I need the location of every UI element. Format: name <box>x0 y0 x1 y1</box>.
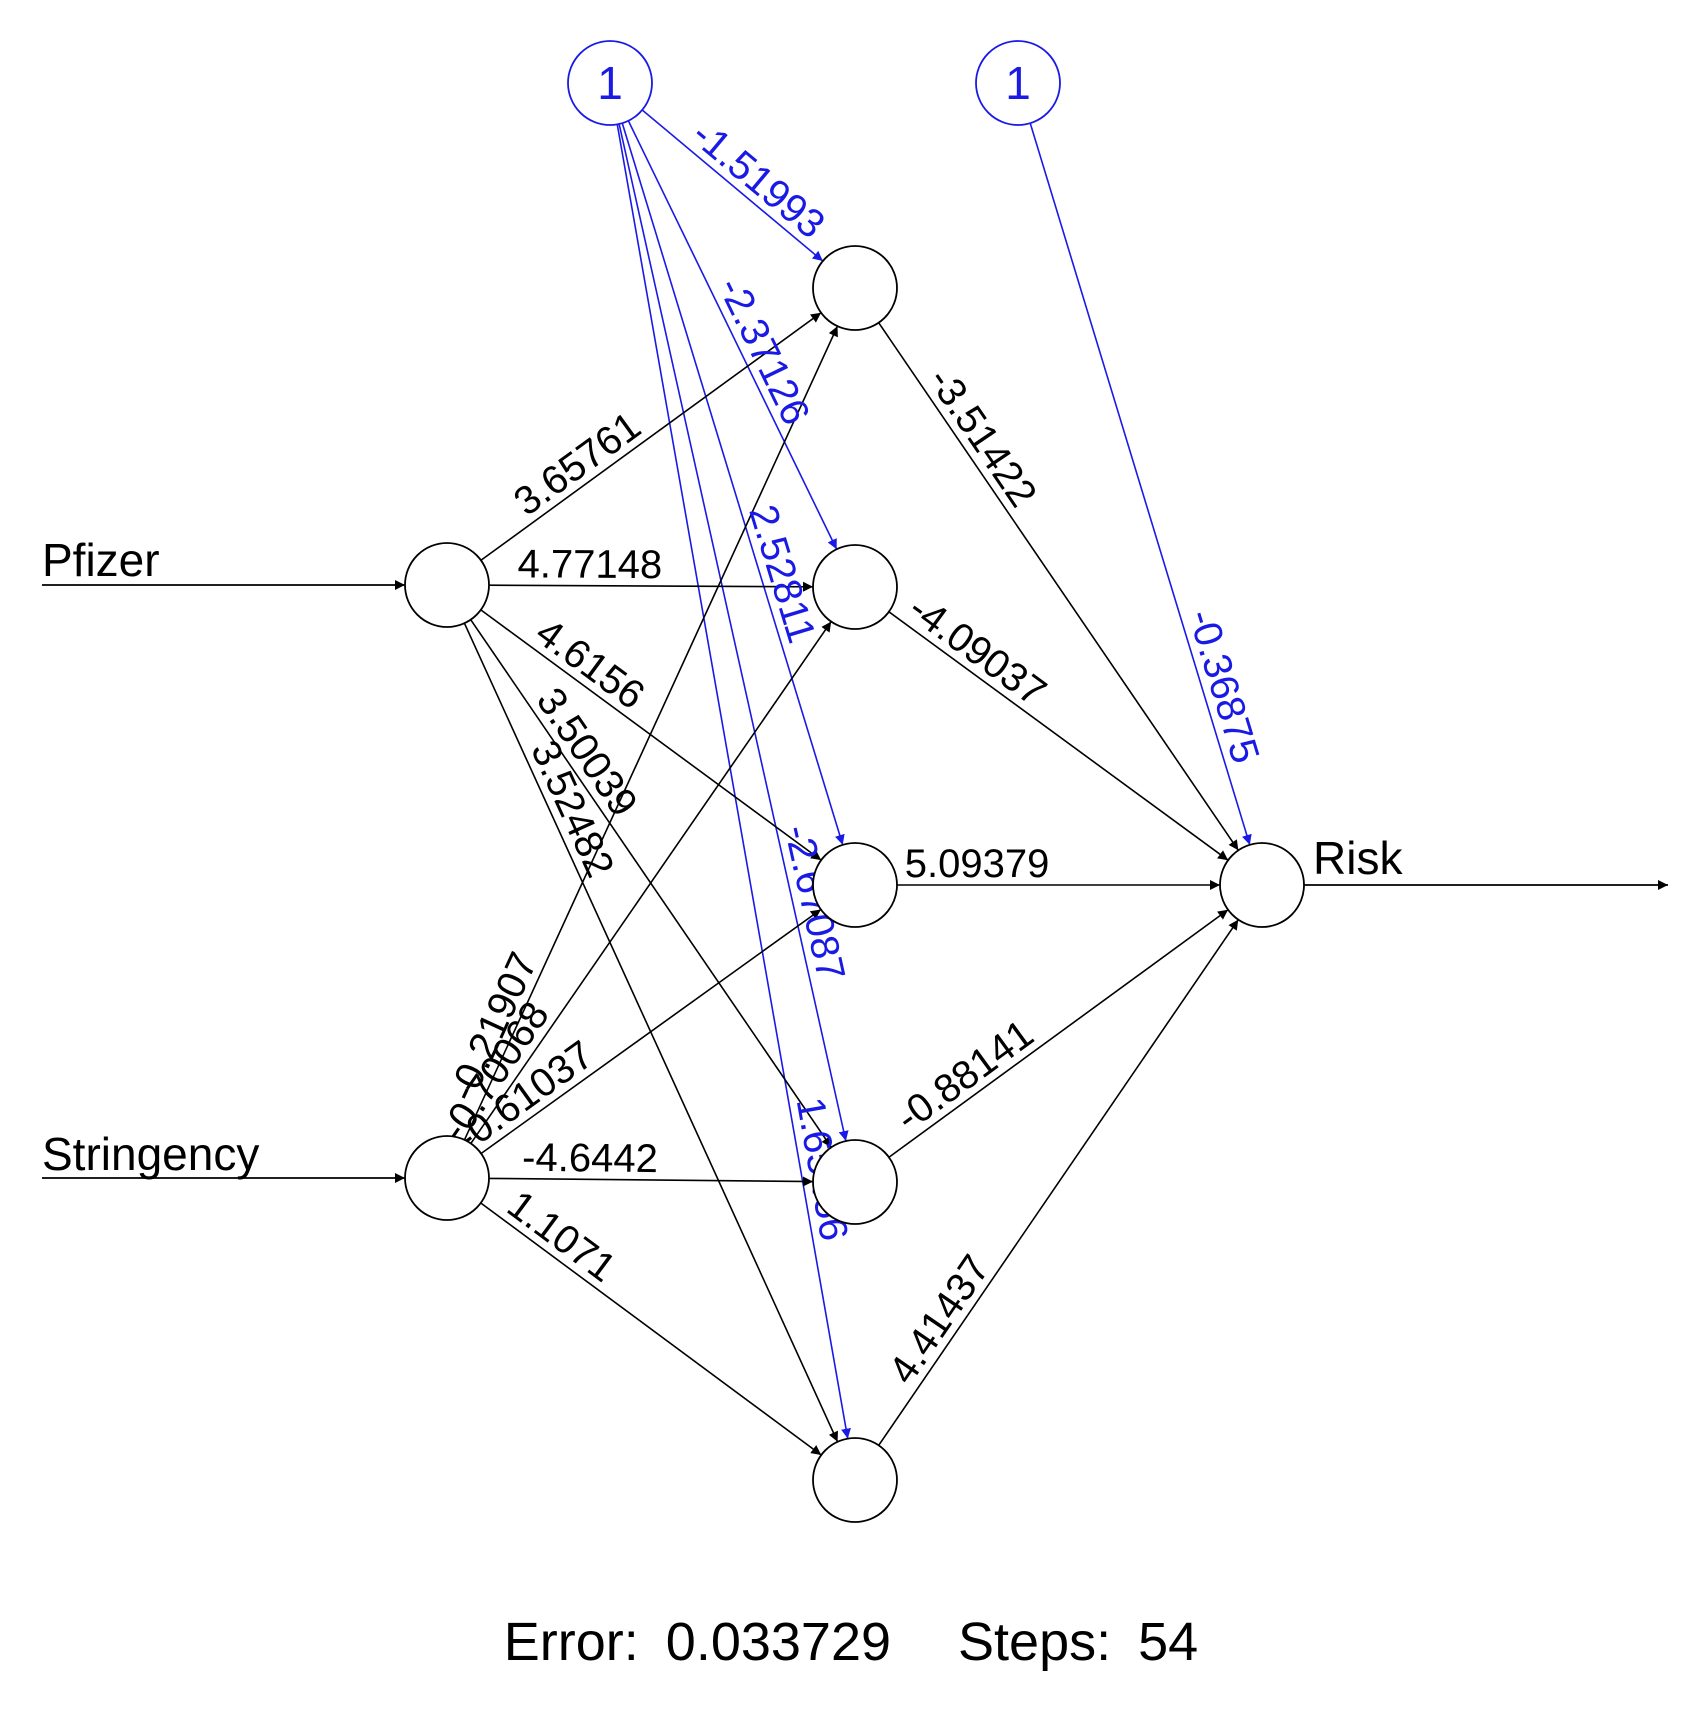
hidden-node-5 <box>812 1437 898 1523</box>
weight-bias-hidden-1: -1.51993 <box>684 112 833 247</box>
error-value: 0.033729 <box>666 1612 891 1672</box>
edge-bias-to-hidden-1 <box>641 109 824 262</box>
weight-hidden-1-output: -3.51422 <box>920 360 1045 515</box>
edge-bias-to-hidden-4 <box>618 123 849 1142</box>
bias-node-output-label: 1 <box>1005 57 1031 109</box>
edge-stringency-to-hidden-3 <box>480 908 822 1155</box>
weight-bias-hidden-3: 2.52811 <box>740 500 823 648</box>
edge-pfizer-to-hidden-1 <box>480 312 822 561</box>
edge-bias-to-hidden-2 <box>627 120 838 550</box>
edge-stringency-to-hidden-1 <box>463 325 839 1141</box>
weight-stringency-hidden-4: -4.6442 <box>522 1136 658 1181</box>
weight-pfizer-hidden-1: 3.65761 <box>506 404 649 525</box>
weight-hidden-2-output: -4.09037 <box>901 586 1054 715</box>
edge-stringency-to-hidden-4 <box>488 1176 814 1187</box>
output-node-risk <box>1219 842 1305 928</box>
edge-hidden-2-to-output <box>888 611 1229 861</box>
edge-pfizer-to-hidden-2 <box>488 581 814 592</box>
connection-edges <box>42 109 1668 1456</box>
edge-bias-to-hidden-5 <box>616 124 851 1439</box>
steps-label: Steps: <box>958 1612 1111 1672</box>
edge-hidden-4-to-output <box>888 909 1229 1158</box>
hidden-node-1 <box>812 245 898 331</box>
input-label-pfizer: Pfizer <box>42 534 160 586</box>
weight-pfizer-hidden-2: 4.77148 <box>517 542 662 587</box>
edge-pfizer-to-hidden-3 <box>480 609 822 861</box>
weight-hidden-4-output: -0.88141 <box>888 1012 1042 1141</box>
edge-stringency-to-hidden-5 <box>480 1202 822 1456</box>
input-node-pfizer <box>404 542 490 628</box>
hidden-node-4 <box>812 1139 898 1225</box>
hidden-node-2 <box>812 544 898 630</box>
output-label-risk: Risk <box>1313 832 1403 884</box>
edge-hidden-1-to-output <box>877 322 1240 851</box>
error-label: Error: <box>504 1612 639 1672</box>
weight-hidden-5-output: 4.41437 <box>880 1247 998 1391</box>
weight-bias-hidden-2: -2.37126 <box>709 270 818 431</box>
weight-bias-output: -0.36875 <box>1179 604 1267 768</box>
edge-bias-to-hidden-3 <box>621 122 845 846</box>
input-node-stringency <box>404 1135 490 1221</box>
steps-value: 54 <box>1138 1612 1198 1672</box>
hidden-node-3 <box>812 842 898 928</box>
weight-hidden-3-output: 5.09379 <box>905 842 1050 886</box>
edge-pfizer-to-hidden-5 <box>463 622 839 1443</box>
weight-stringency-hidden-5: 1.1071 <box>499 1183 624 1291</box>
edge-bias-to-output <box>1029 122 1252 846</box>
training-summary: Error: 0.033729 Steps: 54 <box>504 1612 1198 1672</box>
input-label-stringency: Stringency <box>42 1128 259 1180</box>
edge-stringency-to-hidden-2 <box>470 621 832 1144</box>
edge-hidden-5-to-output <box>878 919 1239 1446</box>
bias-node-output <box>975 40 1061 126</box>
bias-node-hidden <box>567 40 653 126</box>
bias-node-hidden-label: 1 <box>597 57 623 109</box>
